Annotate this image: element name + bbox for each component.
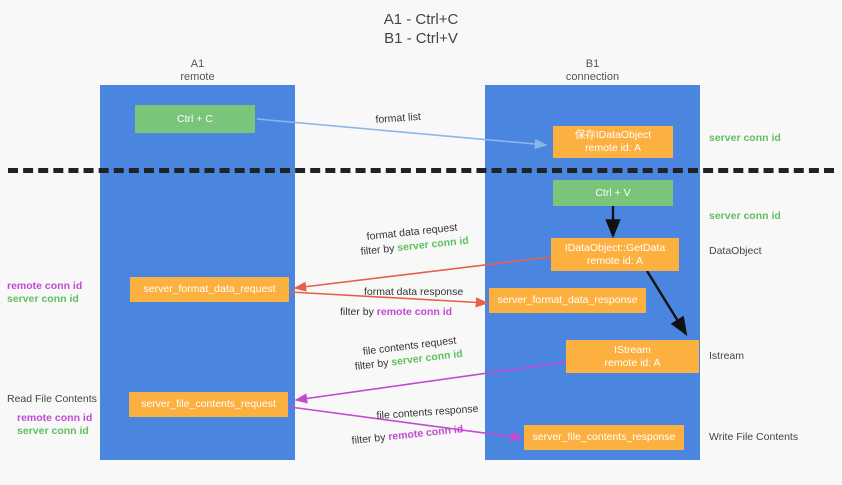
filter-value-remote-conn-id-1: remote conn id: [376, 306, 453, 318]
phase-divider: [8, 168, 834, 173]
filter-prefix-3: filter by: [354, 356, 393, 373]
box-getdata-line2: remote id: A: [586, 254, 644, 267]
label-server-conn-id-mid: server conn id: [709, 210, 781, 222]
label-istream: Istream: [709, 350, 745, 362]
edge-label-file-contents-response: file contents response: [376, 402, 479, 422]
box-server-file-contents-response[interactable]: server_file_contents_response: [524, 425, 684, 450]
box-server-format-data-response-label: server_format_data_response: [497, 294, 638, 306]
lane-b1-name: B1: [585, 58, 600, 70]
box-istream-line2: remote id: A: [604, 356, 661, 369]
box-save-idataobject-line2: remote id: A: [584, 142, 642, 154]
label-server-conn-id-1: server conn id: [7, 293, 79, 305]
label-dataobject: DataObject: [709, 245, 762, 257]
box-ctrl-c[interactable]: Ctrl + C: [135, 105, 255, 133]
box-server-format-data-request[interactable]: server_format_data_request: [130, 277, 289, 302]
lane-b1-sub: connection: [565, 71, 620, 83]
lane-a1-sub: remote: [180, 71, 215, 83]
edge-label-filter-file-contents-response: filter by remote conn id: [351, 422, 464, 448]
lane-header-b1: B1 connection: [485, 58, 700, 84]
box-save-idataobject-line1: 保存IDataObject: [574, 129, 652, 141]
label-remote-conn-id-2: remote conn id: [17, 412, 93, 424]
box-server-file-contents-request-label: server_file_contents_request: [141, 398, 276, 410]
edge-label-filter-format-data-response: filter by remote conn id: [340, 305, 452, 319]
box-server-file-contents-response-label: server_file_contents_response: [532, 431, 676, 443]
title-line-2: B1 - Ctrl+V: [384, 30, 458, 47]
box-istream-line1: IStream: [614, 343, 651, 356]
box-save-idataobject[interactable]: 保存IDataObject remote id: A: [553, 126, 673, 158]
filter-value-remote-conn-id-2: remote conn id: [387, 423, 464, 444]
label-server-conn-id-2: server conn id: [17, 425, 89, 437]
label-read-file-contents: Read File Contents: [7, 393, 97, 405]
box-server-format-data-response[interactable]: server_format_data_response: [489, 288, 646, 313]
lane-a1-name: A1: [190, 58, 205, 70]
label-remote-conn-id-1: remote conn id: [7, 280, 83, 292]
box-getdata-line1: IDataObject::GetData: [564, 241, 666, 254]
page-title: A1 - Ctrl+C B1 - Ctrl+V: [0, 10, 842, 48]
filter-prefix-1: filter by: [360, 242, 398, 258]
box-istream[interactable]: IStream remote id: A: [566, 340, 699, 373]
edge-label-format-data-response: format data response: [364, 286, 464, 298]
label-write-file-contents: Write File Contents: [709, 431, 799, 443]
box-ctrl-v-label: Ctrl + V: [595, 186, 631, 199]
box-ctrl-c-label: Ctrl + C: [177, 112, 213, 125]
title-line-1: A1 - Ctrl+C: [383, 11, 459, 28]
filter-prefix-2: filter by: [340, 306, 377, 318]
box-ctrl-v[interactable]: Ctrl + V: [553, 180, 673, 206]
lane-header-a1: A1 remote: [100, 58, 295, 84]
label-server-conn-id-top: server conn id: [709, 132, 781, 144]
box-server-file-contents-request[interactable]: server_file_contents_request: [129, 392, 288, 417]
edge-label-format-list: format list: [375, 110, 422, 126]
box-server-format-data-request-label: server_format_data_request: [143, 283, 276, 295]
box-idataobject-getdata[interactable]: IDataObject::GetData remote id: A: [551, 238, 679, 271]
filter-prefix-4: filter by: [351, 431, 389, 447]
